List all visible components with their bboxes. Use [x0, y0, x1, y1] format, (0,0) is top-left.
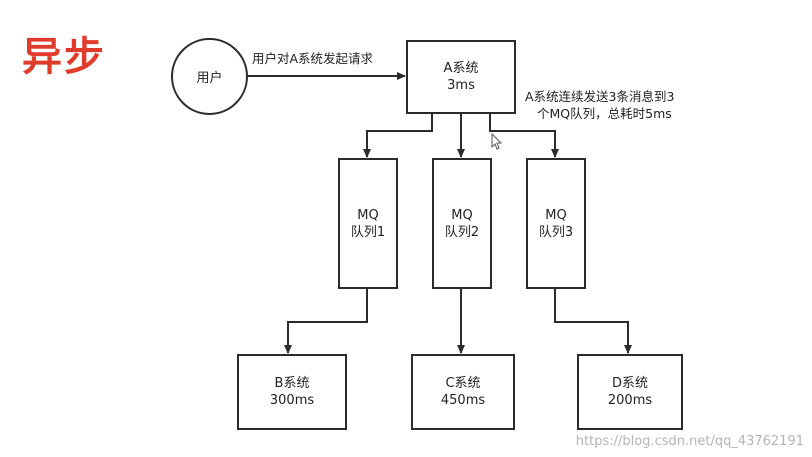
system-b-name: B系统 — [274, 376, 310, 391]
system-d-name: D系统 — [611, 376, 648, 391]
queue-2-line1: MQ — [451, 207, 473, 223]
queue-2-line2: 队列2 — [444, 224, 480, 240]
system-a-node: A系统 3ms — [406, 40, 516, 114]
system-c-time: 450ms — [440, 393, 486, 408]
queue-3-line1: MQ — [545, 207, 567, 223]
note-line-2: 个MQ队列，总耗时5ms — [537, 106, 672, 121]
arrow-a-to-queue3 — [489, 113, 559, 158]
queue-3-line2: 队列3 — [538, 224, 574, 240]
arrow-a-to-queue1 — [363, 113, 433, 158]
queue-1-line1: MQ — [357, 207, 379, 223]
arrow-queue1-to-b — [284, 289, 368, 354]
mouse-cursor-icon — [491, 132, 503, 150]
system-a-name: A系统 — [443, 61, 479, 76]
watermark: https://blog.csdn.net/qq_43762191 — [575, 434, 804, 449]
system-c-name: C系统 — [445, 376, 481, 391]
system-d-time: 200ms — [607, 393, 653, 408]
system-b-node: B系统 300ms — [237, 354, 347, 430]
queue-3-node: MQ 队列3 — [526, 158, 586, 289]
user-label: 用户 — [196, 71, 223, 86]
queue-1-node: MQ 队列1 — [338, 158, 398, 289]
diagram-title: 异步 — [22, 34, 106, 80]
system-a-time: 3ms — [447, 78, 475, 93]
system-d-node: D系统 200ms — [577, 354, 683, 430]
user-node: 用户 — [171, 38, 248, 115]
request-label: 用户对A系统发起请求 — [252, 51, 374, 66]
note-text: A系统连续发送3条消息到3 个MQ队列，总耗时5ms — [525, 88, 674, 122]
note-line-1: A系统连续发送3条消息到3 — [525, 89, 675, 104]
queue-1-line2: 队列1 — [350, 224, 386, 240]
arrow-queue3-to-d — [554, 289, 632, 354]
queue-2-node: MQ 队列2 — [432, 158, 492, 289]
system-b-time: 300ms — [269, 393, 315, 408]
system-c-node: C系统 450ms — [411, 354, 515, 430]
